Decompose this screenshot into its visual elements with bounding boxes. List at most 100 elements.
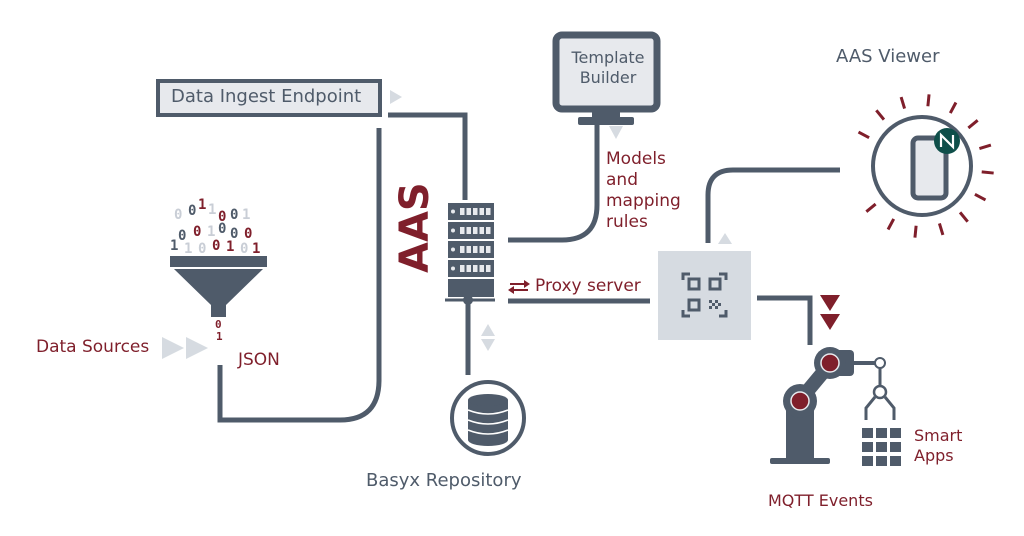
data-bit: 0 bbox=[218, 209, 226, 225]
bidirectional-arrow-icon bbox=[508, 280, 530, 294]
data-bit: 0 bbox=[198, 241, 206, 257]
models-label-2: and bbox=[606, 170, 638, 190]
rack-led bbox=[451, 209, 455, 214]
rack-slot bbox=[473, 227, 478, 234]
data-bit: 0 bbox=[240, 241, 248, 257]
source-arrow-1-icon bbox=[162, 337, 184, 359]
viewer-ray bbox=[875, 109, 886, 121]
qr-pattern-icon bbox=[709, 300, 721, 309]
connector-gateway-to-robot bbox=[757, 295, 813, 345]
data-ingest-endpoint-box bbox=[156, 79, 382, 117]
basyx-repository-label: Basyx Repository bbox=[366, 470, 522, 491]
rack-slot bbox=[479, 227, 484, 234]
data-bit: 1 bbox=[207, 224, 215, 240]
rack-led bbox=[451, 247, 455, 252]
bit-1: 1 bbox=[216, 330, 223, 343]
robot-arm-icon bbox=[770, 347, 896, 464]
viewer-ray bbox=[865, 202, 877, 213]
viewer-ray bbox=[926, 94, 931, 107]
data-bit: 1 bbox=[198, 197, 206, 213]
data-ingest-endpoint-label: Data Ingest Endpoint bbox=[171, 86, 362, 107]
viewer-ray bbox=[958, 211, 969, 223]
data-bit: 0 bbox=[188, 203, 196, 219]
aas-viewer-label: AAS Viewer bbox=[836, 46, 940, 67]
rack-led bbox=[451, 228, 455, 233]
viewer-ray bbox=[913, 225, 918, 238]
app-tile bbox=[890, 456, 901, 466]
viewer-ray bbox=[948, 101, 958, 114]
rack-slot bbox=[460, 265, 465, 272]
rack-slot bbox=[466, 265, 471, 272]
connector-ingest-to-aas bbox=[388, 112, 468, 200]
viewer-ray bbox=[967, 119, 979, 130]
aas-junction-dot bbox=[463, 295, 473, 305]
data-bit: 0 bbox=[174, 207, 182, 223]
proxy-server-label: Proxy server bbox=[535, 276, 641, 296]
template-builder-label-2: Builder bbox=[579, 68, 637, 87]
data-bit: 1 bbox=[226, 239, 234, 255]
source-arrow-2-icon bbox=[186, 337, 208, 359]
data-bit: 0 bbox=[178, 228, 186, 244]
rack-slot bbox=[473, 265, 478, 272]
rack-slot bbox=[466, 246, 471, 253]
data-bit: 1 bbox=[184, 241, 192, 257]
rack-slot bbox=[486, 246, 491, 253]
bit-0: 0 bbox=[215, 318, 222, 331]
rack-slot bbox=[486, 227, 491, 234]
qr-gateway-box bbox=[658, 251, 751, 340]
viewer-ray bbox=[886, 218, 896, 231]
aas-label: AAS bbox=[392, 182, 438, 273]
app-tile bbox=[862, 456, 873, 466]
app-grid-icon bbox=[862, 428, 901, 466]
data-bit: 1 bbox=[252, 241, 260, 257]
qr-code-scan-icon bbox=[681, 272, 728, 318]
mqtt-events-label: MQTT Events bbox=[768, 491, 873, 510]
server-rack-icon bbox=[448, 203, 494, 297]
app-tile bbox=[876, 456, 887, 466]
viewer-ray bbox=[857, 130, 870, 140]
rack-slot bbox=[473, 246, 478, 253]
models-label-3: mapping bbox=[606, 191, 681, 211]
app-tile bbox=[862, 442, 873, 452]
viewer-ray bbox=[937, 222, 945, 236]
viewer-ray bbox=[974, 192, 987, 202]
models-label-4: rules bbox=[606, 212, 648, 232]
ingest-arrow-icon bbox=[390, 90, 402, 104]
rack-led bbox=[451, 266, 455, 271]
data-bit: 0 bbox=[244, 226, 252, 242]
rack-slot bbox=[466, 227, 471, 234]
rack-slot bbox=[486, 208, 491, 215]
mqtt-arrow-1-icon bbox=[820, 295, 840, 311]
connector-template-to-aas bbox=[508, 125, 600, 243]
app-tile bbox=[890, 428, 901, 438]
data-bit: 0 bbox=[218, 221, 226, 237]
database-icon bbox=[467, 394, 509, 446]
viewer-ray bbox=[981, 170, 994, 175]
rack-slot bbox=[479, 208, 484, 215]
connector-ingest-to-json bbox=[217, 128, 382, 423]
app-tile bbox=[876, 428, 887, 438]
rack-slot bbox=[460, 208, 465, 215]
data-bit: 0 bbox=[193, 224, 201, 240]
rack-slot bbox=[486, 265, 491, 272]
data-sources-label: Data Sources bbox=[36, 337, 150, 357]
data-bit: 1 bbox=[242, 207, 250, 223]
json-label: JSON bbox=[238, 350, 280, 370]
monitor-icon bbox=[552, 31, 661, 125]
models-label-1: Models bbox=[606, 149, 666, 169]
repo-up-arrow-icon bbox=[481, 324, 495, 336]
template-down-arrow-icon bbox=[609, 126, 623, 139]
app-tile bbox=[876, 442, 887, 452]
data-bit: 1 bbox=[170, 238, 178, 254]
rack-slot bbox=[479, 265, 484, 272]
viewer-ray bbox=[978, 143, 992, 151]
aas-viewer-rays bbox=[857, 94, 994, 238]
repo-down-arrow-icon bbox=[481, 339, 495, 351]
rack-slot bbox=[473, 208, 478, 215]
mqtt-arrow-2-icon bbox=[820, 314, 840, 330]
smart-apps-label-2: Apps bbox=[914, 446, 954, 465]
template-builder-label-1: Template bbox=[571, 48, 645, 67]
rack-slot bbox=[460, 227, 465, 234]
